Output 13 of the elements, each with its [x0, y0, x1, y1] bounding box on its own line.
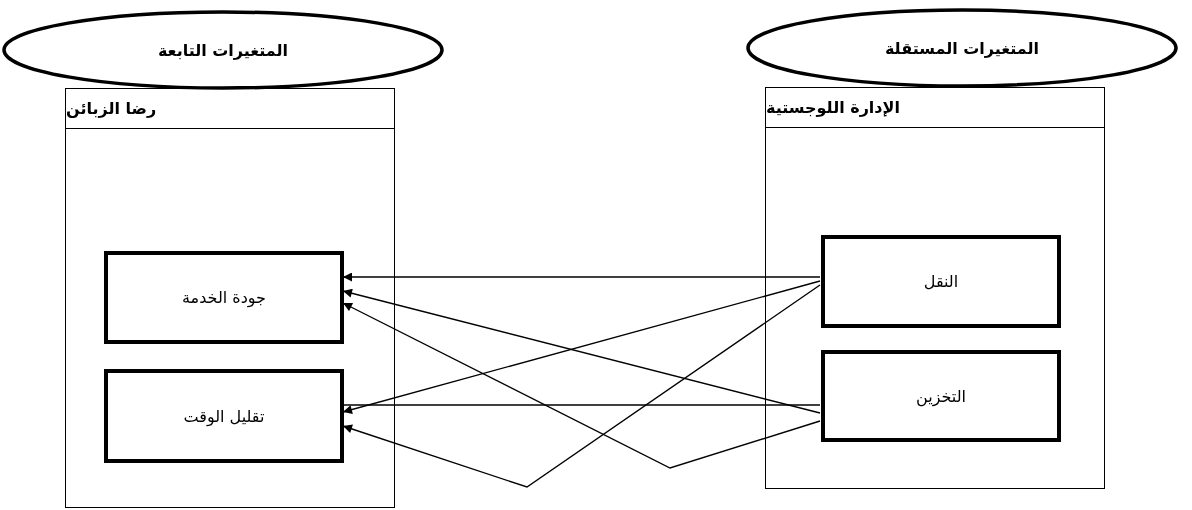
oval: المتغيرات المستقلة [746, 8, 1178, 88]
process-box: النقل [821, 235, 1061, 328]
process-box: التخزين [821, 350, 1061, 442]
arrow [342, 284, 821, 488]
oval: المتغيرات التابعة [2, 10, 444, 90]
arrow [342, 302, 821, 469]
group-box [765, 87, 1105, 489]
box-heading: الإدارة اللوجستية [766, 88, 1104, 128]
process-box: تقليل الوقت [104, 369, 344, 463]
arrow [342, 272, 821, 282]
group-box [65, 88, 395, 508]
box-heading: رضا الزبائن [66, 89, 394, 129]
process-box: جودة الخدمة [104, 251, 344, 344]
